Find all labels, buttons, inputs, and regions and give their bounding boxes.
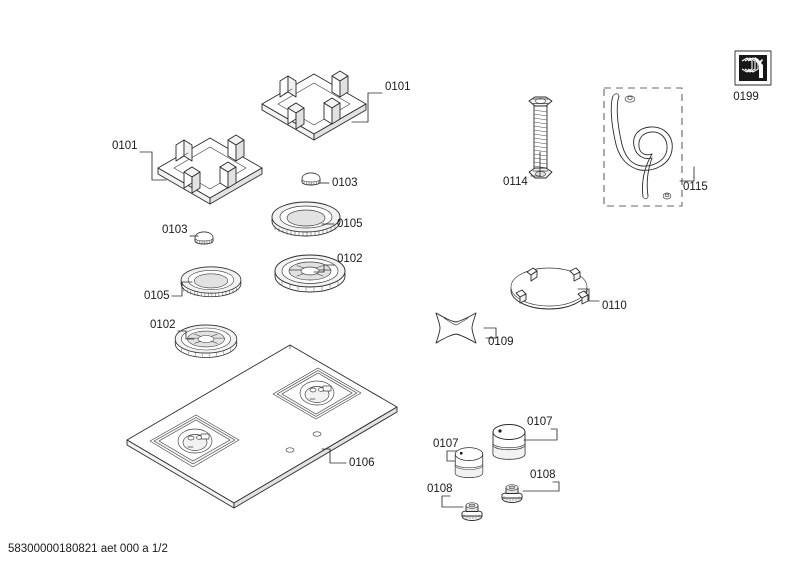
part-control-knob-small — [454, 447, 484, 478]
part-label-ignition-cap-left: 0103 — [162, 224, 188, 236]
leader-line-burner-ring-small — [171, 281, 193, 297]
part-label-control-knob-small: 0107 — [433, 438, 459, 450]
hob-knob-hole-upper — [312, 431, 322, 437]
part-ignition-cap-left — [194, 231, 214, 246]
leader-line-pan-support-grate-upper — [351, 92, 383, 123]
part-control-knob-large — [492, 424, 526, 460]
part-label-ignition-cap-right: 0103 — [332, 177, 358, 189]
leader-line-burner-body-large — [313, 264, 335, 273]
hob-well-lower — [149, 414, 240, 468]
part-burner-body-large — [274, 254, 346, 293]
part-pan-support-grate-upper — [261, 70, 367, 141]
part-burner-ring-large — [271, 201, 341, 237]
part-hob-glass-panel — [126, 344, 398, 509]
leader-line-gas-connection-pipe — [679, 166, 695, 182]
leader-line-threaded-gas-nipple — [530, 151, 541, 177]
leader-line-knob-seal-grommet-left — [441, 495, 464, 508]
leader-line-pan-support-grate-lower — [139, 151, 167, 181]
part-label-burner-body-small: 0102 — [150, 319, 176, 331]
part-label-hob-glass-panel: 0106 — [349, 457, 375, 469]
part-knob-seal-grommet-left — [461, 502, 483, 521]
leader-line-cross-trivet-support — [483, 327, 497, 339]
part-pan-support-grate-lower — [157, 134, 263, 205]
leader-line-control-knob-small — [446, 450, 458, 462]
part-label-control-knob-large: 0107 — [527, 416, 553, 428]
legend-part-number: 0199 — [733, 91, 759, 103]
hob-knob-hole-lower — [285, 447, 295, 453]
pipe-bounding-box — [603, 87, 683, 207]
part-label-burner-ring-small: 0105 — [144, 290, 170, 302]
part-knob-seal-grommet-right — [501, 484, 523, 503]
part-label-cross-trivet-support: 0109 — [488, 336, 514, 348]
leader-line-hob-glass-panel — [321, 448, 347, 464]
sheet-footer-text: 58300000180821 aet 000 a 1/2 — [8, 543, 168, 555]
part-ignition-cap-right — [301, 172, 321, 187]
hob-well-upper — [272, 367, 362, 420]
leader-line-wok-ring-support — [577, 288, 600, 302]
part-label-threaded-gas-nipple: 0114 — [503, 176, 528, 188]
part-label-pan-support-grate-lower: 0101 — [112, 140, 138, 152]
part-threaded-gas-nipple — [528, 96, 553, 179]
part-label-knob-seal-grommet-right: 0108 — [530, 469, 556, 481]
leader-line-knob-seal-grommet-right — [522, 481, 560, 492]
leader-line-control-knob-large — [523, 428, 558, 441]
part-label-burner-body-large: 0102 — [337, 253, 363, 265]
part-wok-ring-support — [510, 267, 589, 310]
legend-tools-box — [734, 50, 772, 86]
part-label-gas-connection-pipe: 0115 — [683, 181, 708, 193]
leader-lines — [139, 92, 695, 508]
part-burner-body-small — [174, 324, 238, 358]
part-label-wok-ring-support: 0110 — [602, 300, 627, 312]
part-gas-connection-pipe — [603, 87, 683, 207]
part-number-labels: 0101 0101 0103 0103 0105 0105 0102 0102 0106 0114… — [112, 81, 708, 495]
part-label-pan-support-grate-upper: 0101 — [385, 81, 411, 93]
part-label-burner-ring-large: 0105 — [337, 218, 363, 230]
part-label-knob-seal-grommet-left: 0108 — [427, 483, 453, 495]
leader-line-burner-body-small — [177, 330, 195, 340]
part-cross-trivet-support — [435, 312, 477, 344]
